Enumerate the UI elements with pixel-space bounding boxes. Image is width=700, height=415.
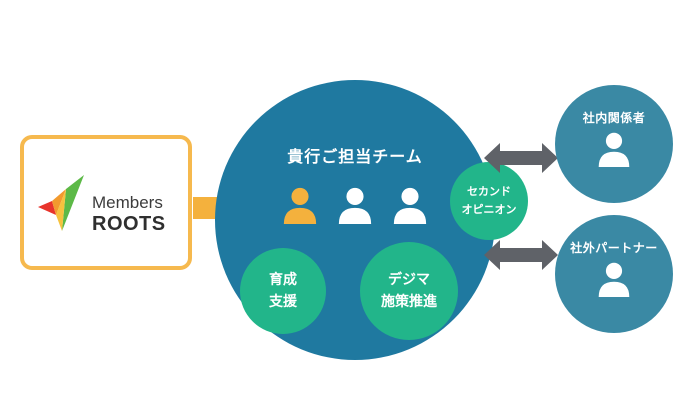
person-icon [393, 187, 427, 224]
service-label: 育成 [269, 272, 297, 288]
service-circle-training: 育成 支援 [240, 248, 326, 334]
stakeholder-label: 社内関係者 [582, 111, 646, 125]
stakeholder-label: 社外パートナー [570, 241, 658, 255]
second-opinion-label: セカンド [467, 185, 511, 198]
service-label: 支援 [269, 294, 297, 310]
double-arrow-icon [484, 143, 558, 173]
members-roots-logo-icon [38, 175, 84, 231]
service-label: 施策推進 [381, 294, 437, 310]
person-icon [598, 262, 630, 297]
person-icon [283, 187, 317, 224]
person-icon [598, 132, 630, 167]
double-arrow-icon [484, 240, 558, 270]
logo-text-members: Members [92, 193, 163, 212]
second-opinion-circle: セカンド オピニオン [450, 162, 528, 240]
person-icon [338, 187, 372, 224]
logo-text-roots: ROOTS [92, 213, 166, 235]
stakeholder-external: 社外パートナー [555, 215, 673, 333]
members-roots-logo-box: Members ROOTS [20, 135, 192, 270]
stakeholder-internal: 社内関係者 [555, 85, 673, 203]
team-title: 貴行ご担当チーム [287, 147, 423, 166]
service-circle-digital-marketing: デジマ 施策推進 [360, 242, 458, 340]
second-opinion-label: オピニオン [461, 203, 517, 216]
team-circle: 貴行ご担当チーム [215, 80, 495, 360]
service-label: デジマ [388, 272, 430, 288]
